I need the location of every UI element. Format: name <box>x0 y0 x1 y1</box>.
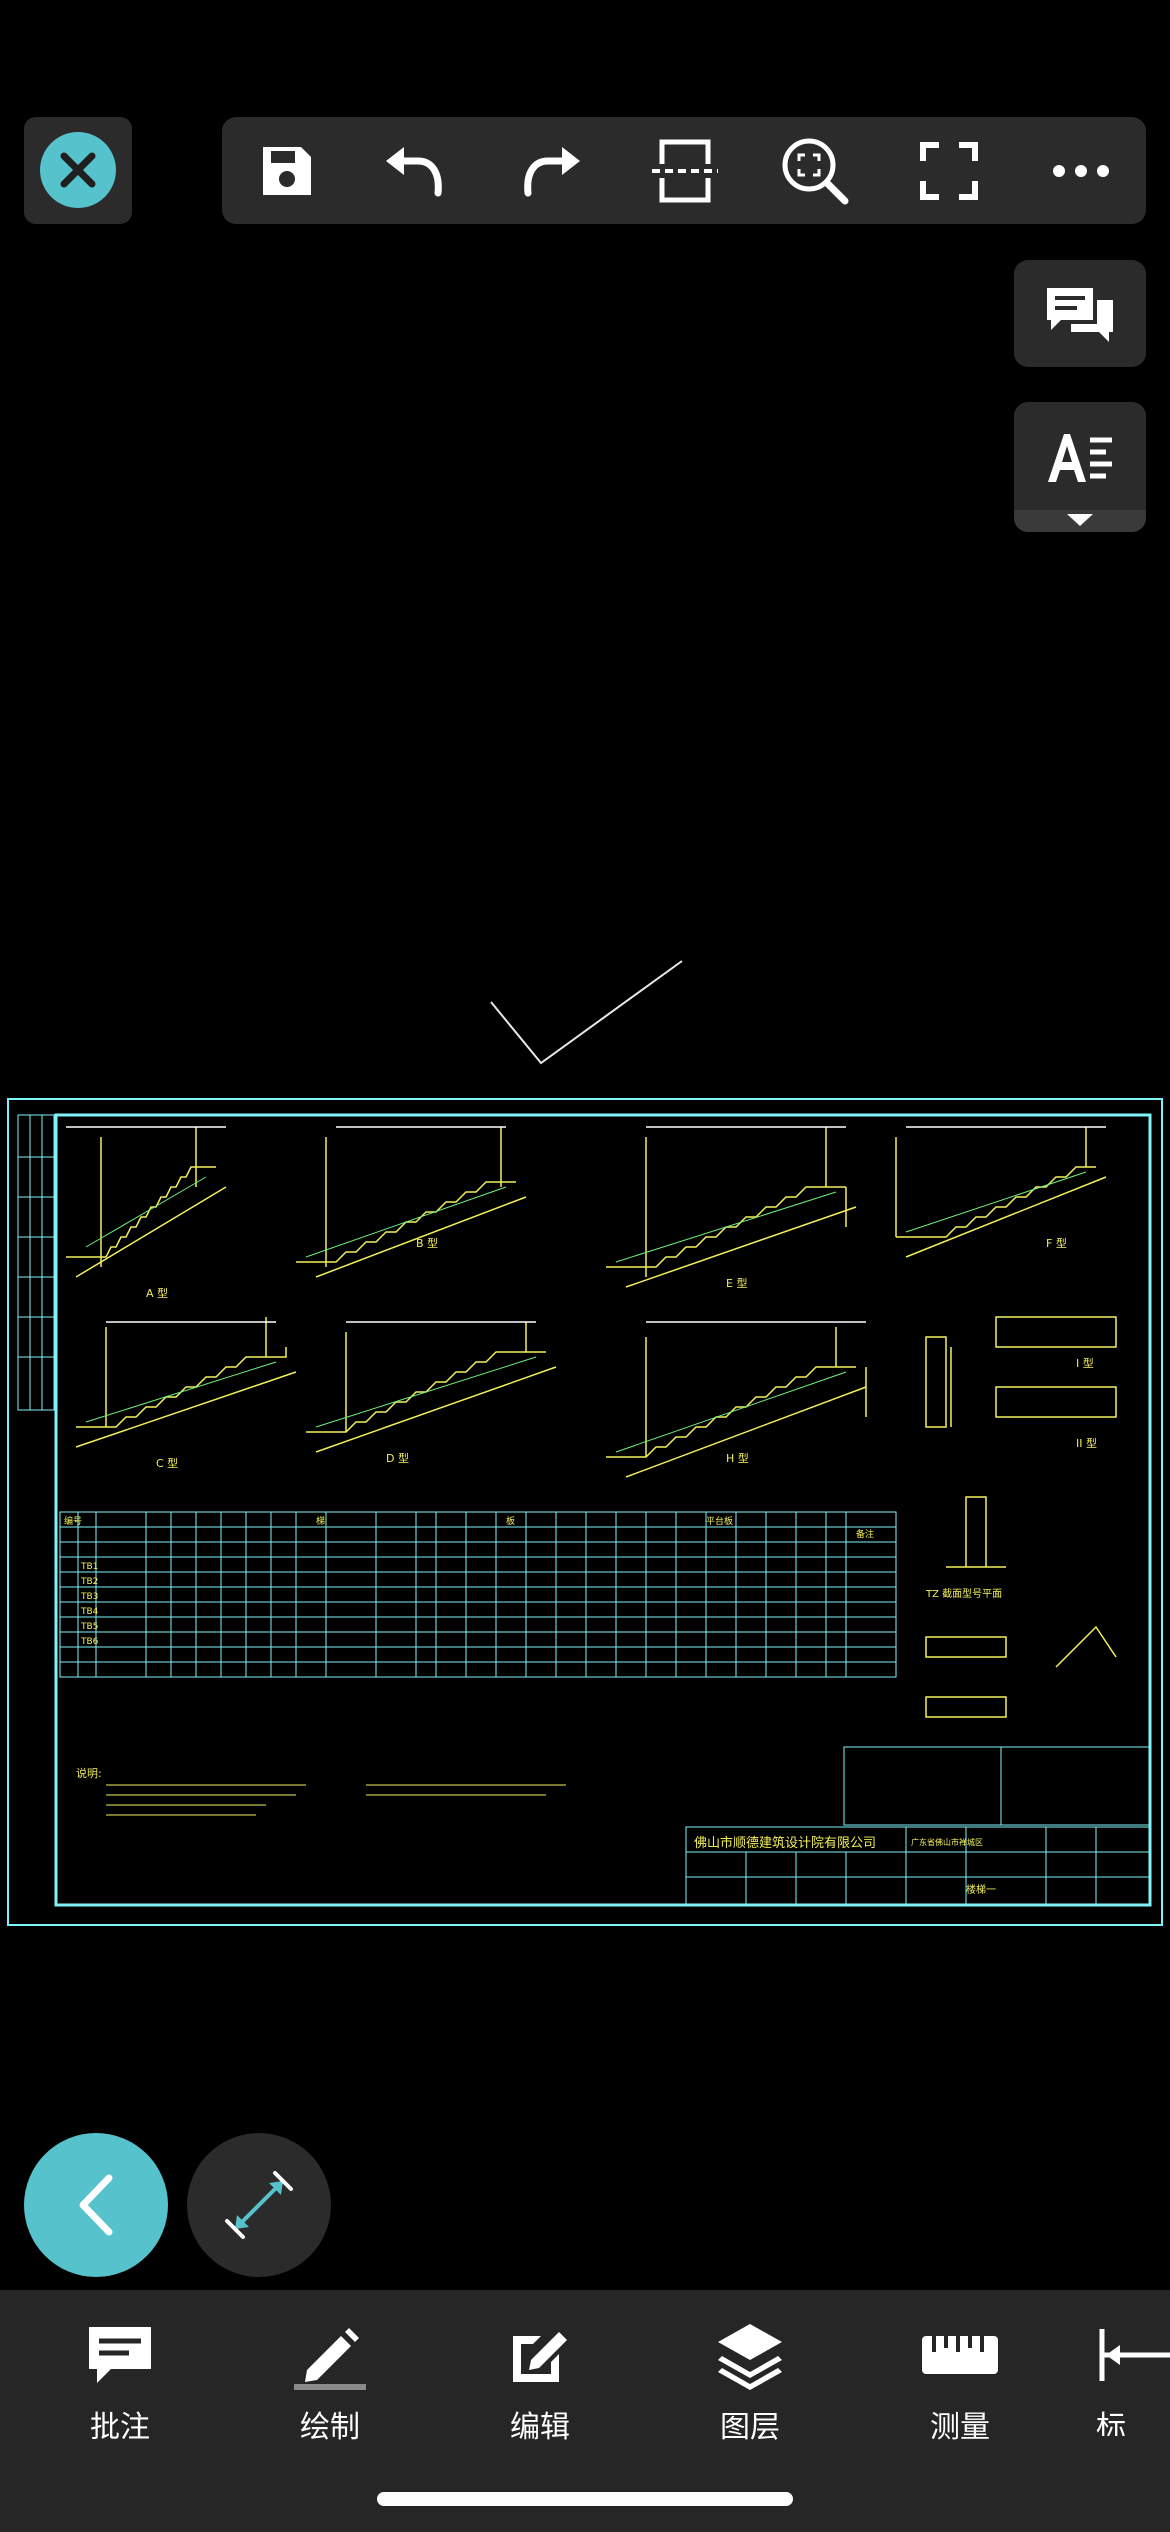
tab-annotation[interactable]: 批注 <box>40 2316 200 2445</box>
tab-dimension[interactable]: 标 <box>1090 2316 1170 2436</box>
tab-label: 绘制 <box>300 2410 360 2445</box>
layers-icon <box>718 2324 782 2390</box>
zoom-region-icon <box>782 138 849 204</box>
close-icon <box>60 152 96 188</box>
rebar-lines <box>85 1171 1087 1453</box>
chevron-left-icon <box>79 2174 113 2236</box>
more-icon <box>1053 164 1109 177</box>
tab-layers[interactable]: 图层 <box>670 2316 830 2445</box>
svg-text:TB6: TB6 <box>80 1637 99 1647</box>
svg-text:A 型: A 型 <box>146 1286 168 1300</box>
split-icon <box>652 139 718 202</box>
title-block <box>685 1746 1151 1906</box>
undo-icon <box>386 146 442 196</box>
svg-text:TB5: TB5 <box>80 1622 98 1632</box>
more-button[interactable] <box>1026 117 1136 224</box>
svg-text:B 型: B 型 <box>416 1236 438 1250</box>
dimension-icon <box>1099 2329 1170 2381</box>
svg-text:H 型: H 型 <box>726 1451 749 1465</box>
text-style-expand[interactable] <box>1014 510 1146 532</box>
tab-draw[interactable]: 绘制 <box>250 2316 410 2445</box>
notes-label: 说明: <box>76 1766 102 1780</box>
tab-label: 图层 <box>720 2410 780 2445</box>
svg-text:梯: 梯 <box>316 1515 325 1527</box>
fullscreen-icon <box>920 141 978 200</box>
tab-label: 编辑 <box>510 2410 570 2445</box>
chevron-down-icon <box>1067 514 1093 526</box>
svg-text:TB4: TB4 <box>80 1607 99 1617</box>
svg-text:I 型: I 型 <box>1076 1356 1094 1370</box>
svg-text:D 型: D 型 <box>386 1451 409 1465</box>
text-style-button[interactable] <box>1014 402 1146 532</box>
active-tab-indicator <box>294 2384 366 2390</box>
comments-button[interactable] <box>1014 260 1146 367</box>
svg-text:TB1: TB1 <box>80 1562 98 1572</box>
svg-text:编号: 编号 <box>64 1515 82 1527</box>
svg-text:E 型: E 型 <box>726 1276 747 1290</box>
left-title-strip <box>17 1114 55 1411</box>
cad-drawing[interactable]: A 型 B 型 E 型 F 型 C 型 D 型 H 型 I 型 II 型 编号 … <box>6 1097 1164 1927</box>
back-button[interactable] <box>24 2133 168 2277</box>
redo-icon <box>524 146 580 196</box>
svg-text:板: 板 <box>506 1515 515 1527</box>
sheet-name: 楼梯一 <box>966 1883 996 1896</box>
table-labels: 编号 梯 板 平台板 备注 TB1 TB2 TB3 TB4 TB5 TB6 <box>64 1515 874 1647</box>
annotation-icon <box>89 2327 151 2383</box>
undo-button[interactable] <box>358 117 468 224</box>
comments-icon <box>1047 287 1113 342</box>
project-name: 广东省佛山市禅城区 <box>911 1837 983 1847</box>
resize-button[interactable] <box>187 2133 331 2277</box>
tab-label: 标 <box>1096 2410 1126 2436</box>
save-icon <box>263 146 311 195</box>
top-toolbar <box>222 117 1146 224</box>
svg-text:F 型: F 型 <box>1046 1236 1067 1250</box>
resize-diagonal-icon <box>225 2171 293 2239</box>
bottom-tab-bar <box>0 2290 1170 2532</box>
type-labels: A 型 B 型 E 型 F 型 C 型 D 型 H 型 I 型 II 型 <box>146 1236 1097 1470</box>
svg-text:C 型: C 型 <box>156 1456 178 1470</box>
notes-text-lines <box>106 1784 566 1816</box>
tz-label: TZ 截面型号平面 <box>925 1587 1002 1600</box>
zoom-region-button[interactable] <box>760 117 870 224</box>
tab-label: 批注 <box>90 2410 150 2445</box>
edit-icon <box>513 2332 567 2382</box>
tz-detail <box>925 1496 1117 1718</box>
tab-measure[interactable]: 测量 <box>880 2316 1040 2445</box>
split-view-button[interactable] <box>630 117 740 224</box>
fullscreen-button[interactable] <box>894 117 1004 224</box>
stair-schedule-table <box>59 1511 897 1678</box>
staircase-details <box>66 1126 1117 1478</box>
save-button[interactable] <box>232 117 342 224</box>
close-button[interactable] <box>40 132 116 208</box>
redo-button[interactable] <box>498 117 608 224</box>
svg-text:备注: 备注 <box>856 1528 874 1540</box>
svg-text:平台板: 平台板 <box>706 1515 733 1527</box>
svg-text:TB2: TB2 <box>80 1577 98 1587</box>
pencil-icon <box>305 2328 359 2382</box>
company-name: 佛山市顺德建筑设计院有限公司 <box>694 1835 876 1851</box>
home-indicator[interactable] <box>377 2492 793 2506</box>
canvas-stroke <box>490 960 683 1065</box>
tab-edit[interactable]: 编辑 <box>460 2316 620 2445</box>
svg-text:TB3: TB3 <box>80 1592 98 1602</box>
tab-label: 测量 <box>930 2410 990 2445</box>
text-style-icon <box>1048 434 1112 482</box>
ruler-icon <box>922 2336 998 2374</box>
svg-text:II 型: II 型 <box>1076 1436 1097 1450</box>
